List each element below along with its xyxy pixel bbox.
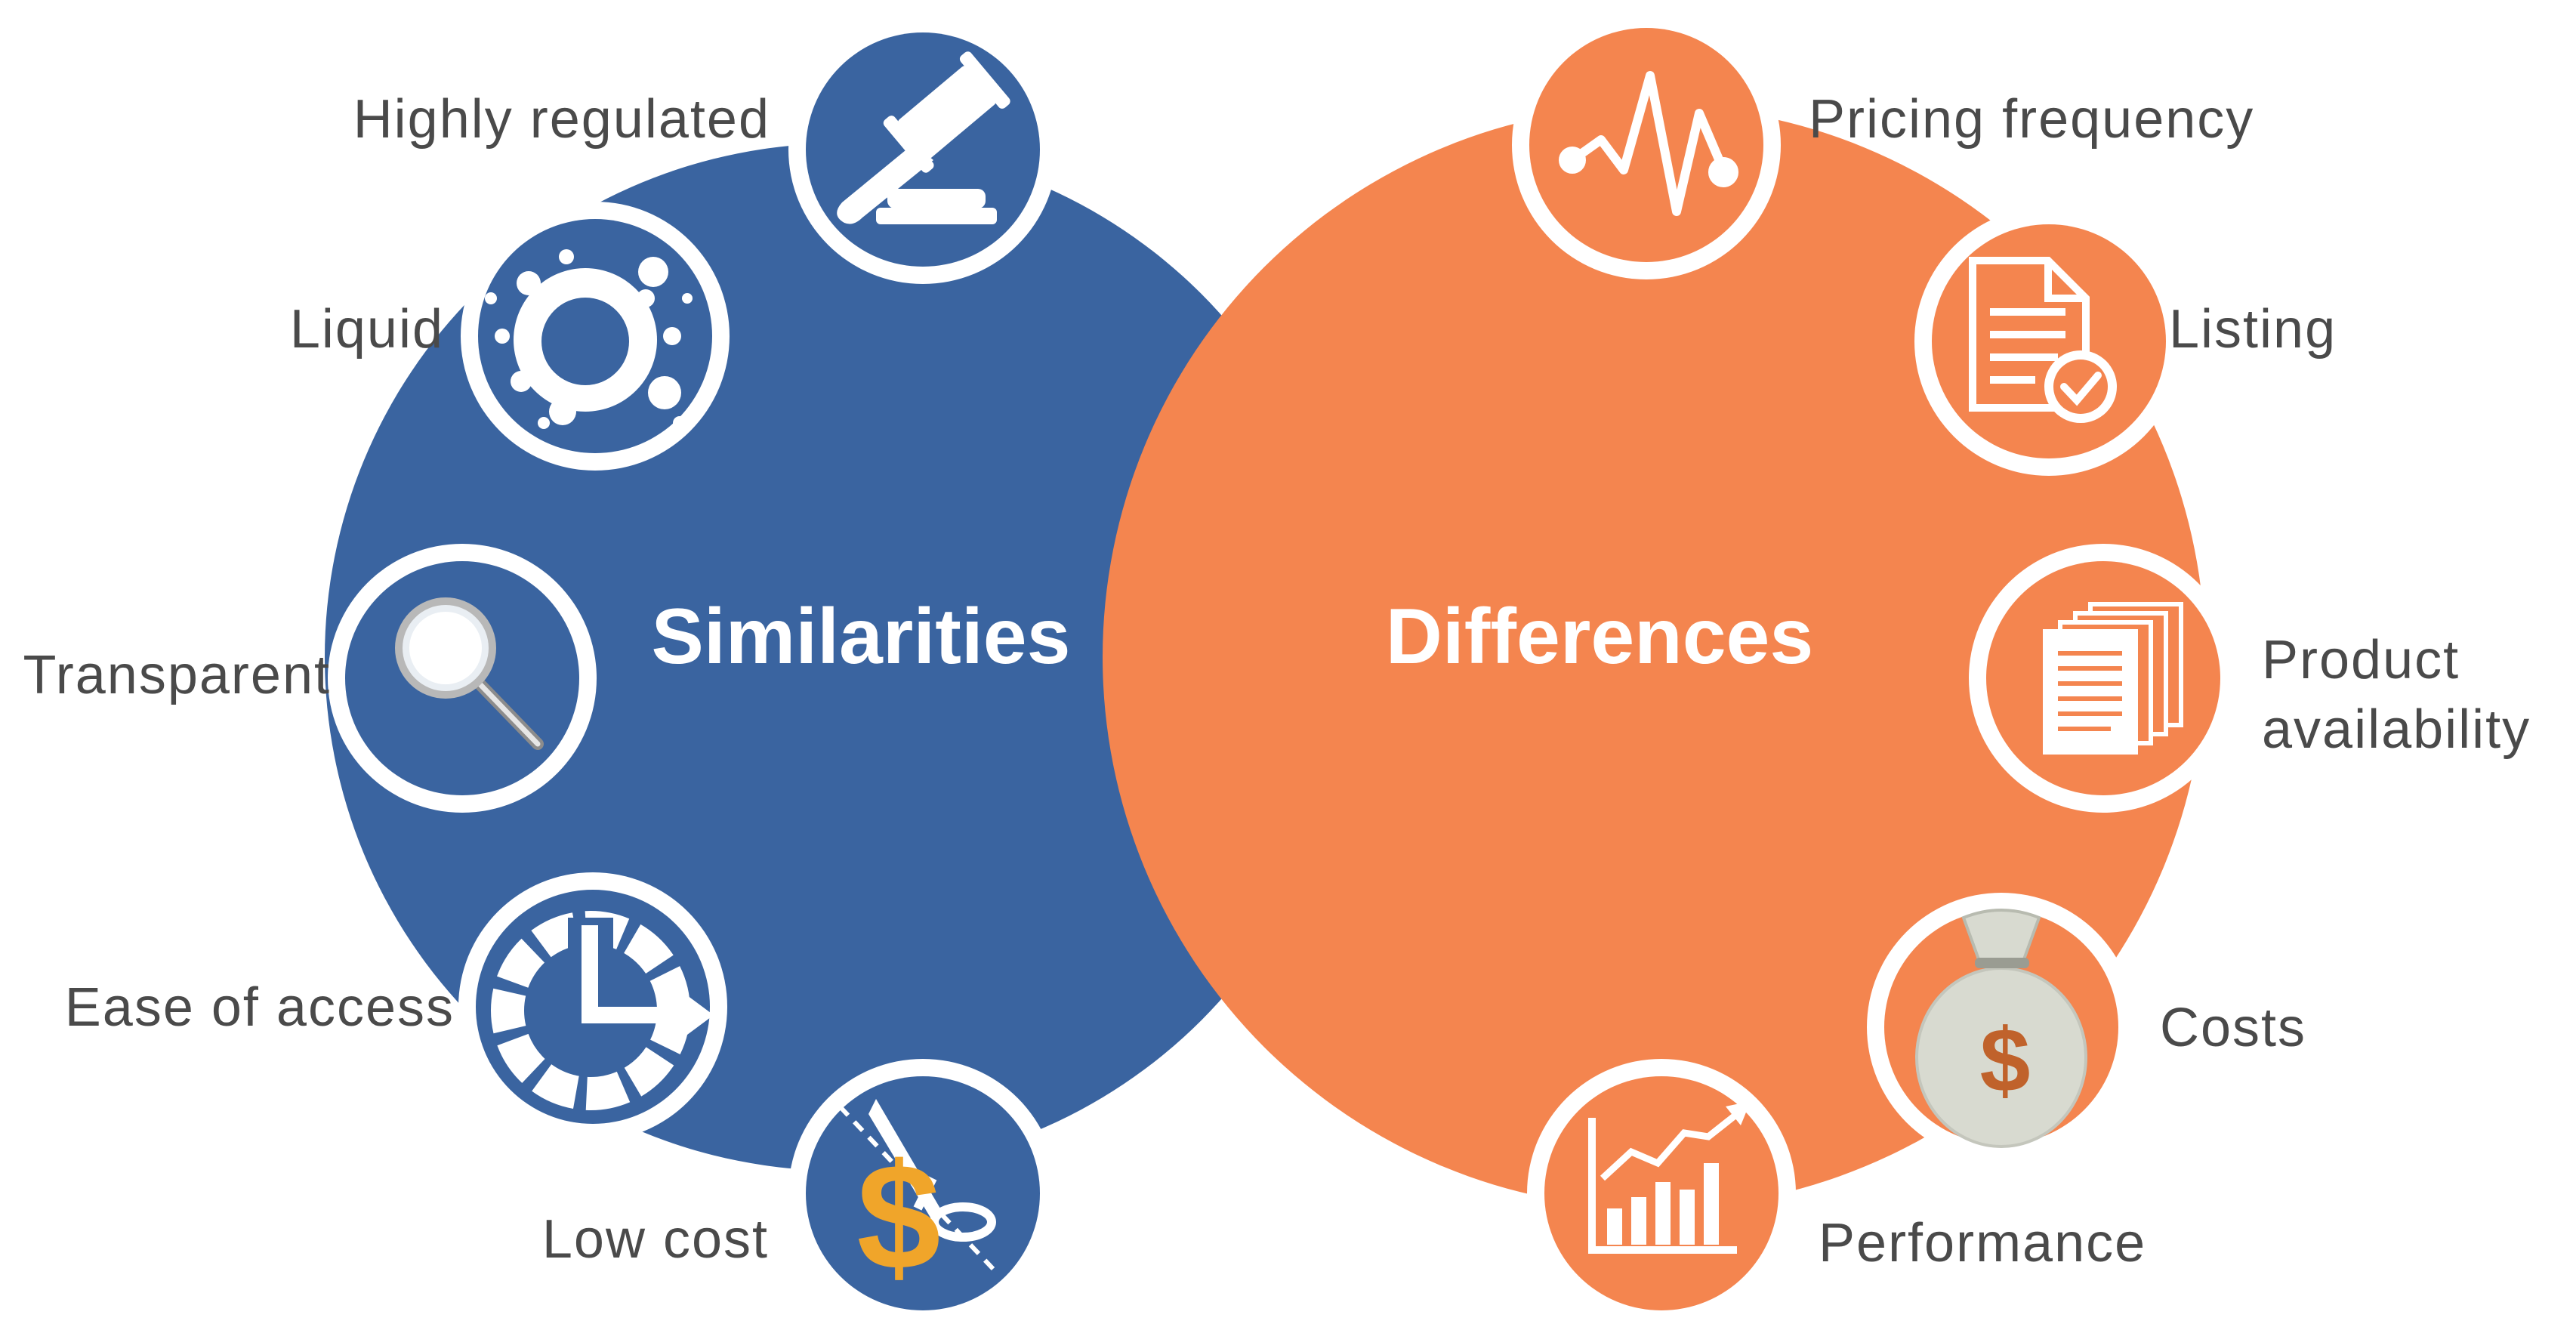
growth-chart-icon [1588,1101,1751,1254]
costs-label: Costs [2160,998,2306,1058]
document-stack-icon [2043,602,2183,755]
splash-icon [485,249,693,430]
scissors-dollar-icon: $ [838,1099,996,1301]
costs-bubble: $ Costs [1867,893,2306,1162]
product-availability-label: Product availability [2262,630,2531,760]
listing-label: Listing [2169,299,2337,360]
transparent-label: Transparent [23,645,331,705]
listing-bubble: Listing [1914,207,2337,476]
performance-bubble: Performance [1527,1059,2146,1324]
differences-title: Differences [1386,593,1813,681]
pulse-icon [1559,71,1738,216]
magnifier-icon [395,597,544,750]
transparent-bubble: Transparent [23,544,597,813]
performance-label: Performance [1819,1213,2146,1273]
gavel-icon [837,51,1010,224]
product-availability-bubble: Product availability [1969,544,2531,813]
product-availability-line1: Product [2262,630,2460,690]
pricing-frequency-label: Pricing frequency [1809,89,2254,150]
low-cost-bubble: $ Low cost [542,1059,1057,1324]
money-bag-icon: $ [1915,909,2087,1148]
ease-of-access-bubble: Ease of access [65,872,727,1141]
similarities-title: Similarities [652,593,1071,681]
highly-regulated-bubble: Highly regulated [353,15,1057,284]
pricing-frequency-bubble: Pricing frequency [1512,11,2254,279]
money-bag-symbol: $ [1980,1010,2031,1111]
low-cost-label: Low cost [542,1209,769,1270]
liquid-label: Liquid [290,299,444,360]
product-availability-line2: availability [2262,699,2531,760]
checked-document-icon [1969,257,2117,423]
liquid-bubble: Liquid [290,202,730,471]
dollar-sign: $ [856,1133,940,1301]
access-arrow-icon [491,911,714,1110]
ease-of-access-label: Ease of access [65,977,455,1038]
highly-regulated-label: Highly regulated [353,89,770,150]
